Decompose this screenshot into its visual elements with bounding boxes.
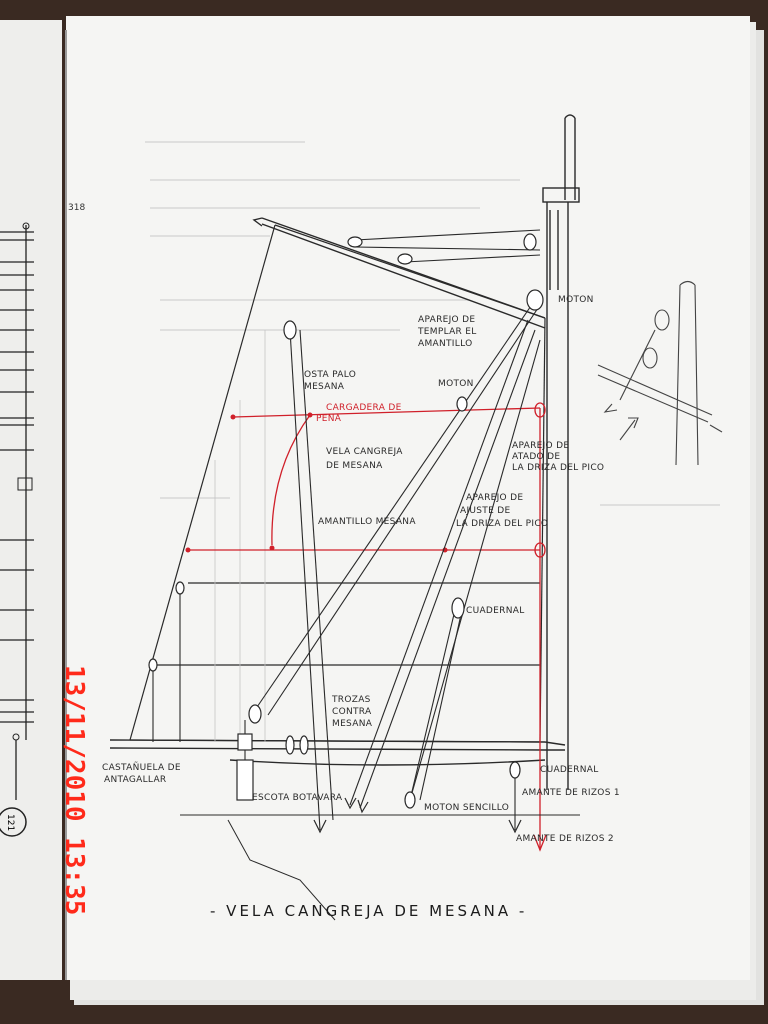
label-cargadera-1: CARGADERA DE [326,403,402,413]
left-page-circle [0,807,27,837]
label-trozas-3: MESANA [332,719,373,729]
label-cuadernal-low: CUADERNAL [540,765,599,775]
label-amante1: AMANTE DE RIZOS 1 [522,788,620,798]
red-ring-top [534,402,546,418]
sail [129,224,546,743]
side-sketch [597,280,723,466]
label-atado-2: ATADO DE [512,452,560,462]
label-amantillo: AMANTILLO MESANA [318,517,416,527]
water-line [180,814,580,921]
left-page-number: 121 [5,814,15,831]
label-ajuste-1: APAREJO DE [466,493,523,503]
left-page-dot-2 [12,733,20,741]
date-stamp: 13/11/2010 13:35 [59,665,89,915]
label-apparejo-templar-2: TEMPLAR EL [417,327,477,337]
label-moton-mid: MOTON [438,379,474,389]
label-osta-2: MESANA [304,382,345,392]
label-moton-top: MOTON [558,295,594,305]
rigging [152,229,541,831]
arrows [313,797,522,834]
label-trozas-1: TROZAS [331,695,371,705]
label-ajuste-2: AJUSTE DE [460,506,510,516]
left-page [0,20,62,980]
label-cuadernal-up: CUADERNAL [466,606,525,616]
label-castanuela-1: CASTAÑUELA DE [102,762,181,773]
left-page-rules [0,225,34,800]
label-osta-1: OSTA PALO [304,370,356,380]
label-escota: ESCOTA BOTAVARA [252,793,343,803]
label-apparejo-templar-3: AMANTILLO [418,339,472,349]
label-trozas-2: CONTRA [332,707,372,717]
label-moton-sencillo: MOTON SENCILLO [424,803,509,813]
label-cargadera-2: PENA [316,414,342,424]
label-ajuste-3: LA DRIZA DEL PICO [456,519,548,529]
left-page-dot [22,222,30,230]
blocks [148,233,544,809]
label-apparejo-templar-1: APAREJO DE [418,315,475,325]
diagram-title: - VELA CANGREJA DE MESANA - [210,902,527,920]
label-amante2: AMANTE DE RIZOS 2 [516,834,614,844]
margin-note: 318 [68,203,85,213]
label-castanuela-2: ANTAGALLAR [104,775,166,785]
show-through-text [145,141,720,506]
label-atado-3: LA DRIZA DEL PICO [512,463,604,473]
label-atado-1: APAREJO DE [512,441,569,451]
mizzen-mast [542,114,580,790]
label-vela-1: VELA CANGREJA [326,447,403,457]
left-page-box [17,477,33,491]
label-vela-2: DE MESANA [326,461,383,471]
labels: APAREJO DE TEMPLAR EL AMANTILLO MOTON MO… [102,295,620,844]
red-ring-bottom [534,542,546,558]
red-points [185,412,448,553]
